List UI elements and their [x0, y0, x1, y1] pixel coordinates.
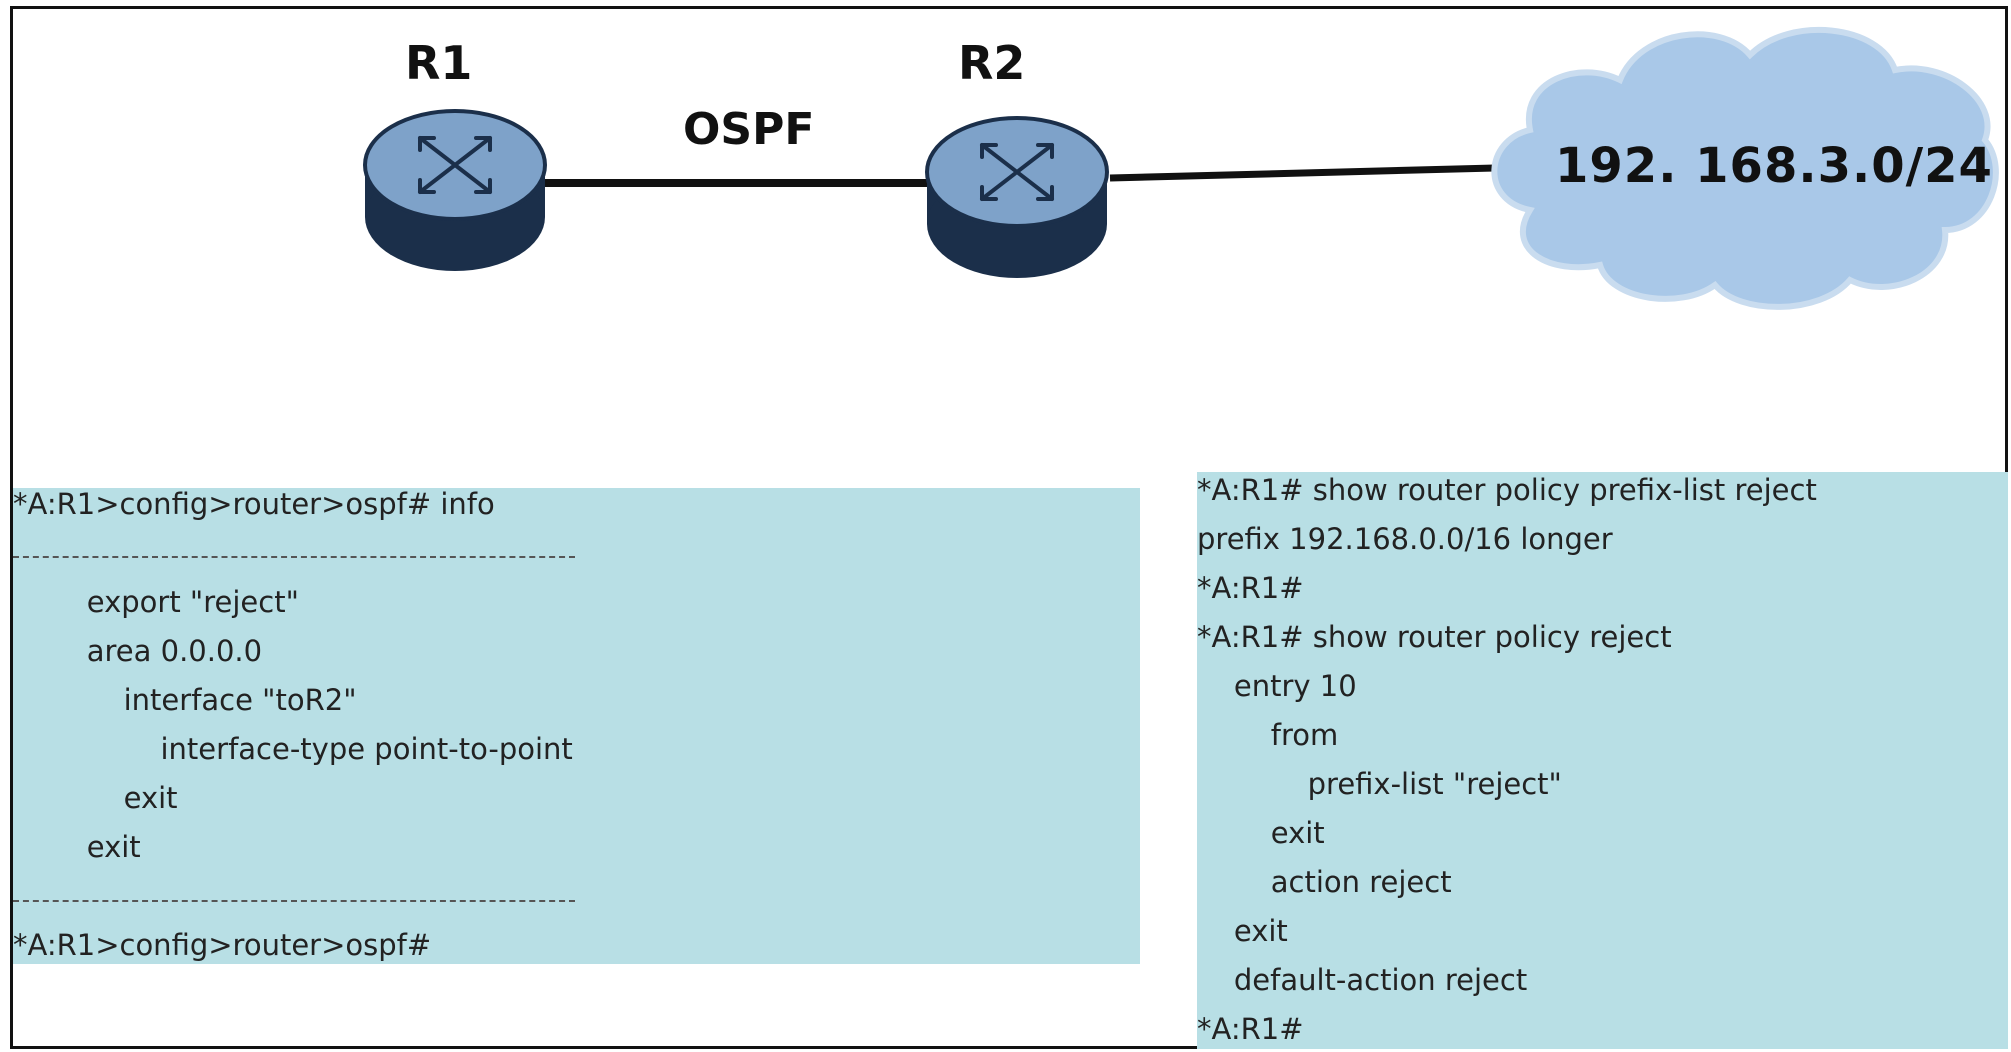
cli-line: default-action reject [1197, 963, 1528, 997]
r2-router-icon [925, 116, 1109, 278]
cli-line: exit [1197, 914, 1288, 948]
cli-prompt: *A:R1# [1197, 571, 1304, 605]
ospf-config-panel: *A:R1>config>router>ospf# info export "r… [13, 488, 1140, 964]
cli-line: action reject [1197, 865, 1452, 899]
cli-prompt: *A:R1>config>router>ospf# [13, 928, 432, 962]
cli-prompt: *A:R1>config>router>ospf# info [13, 487, 495, 521]
cli-prompt: *A:R1# show router policy prefix-list re… [1197, 473, 1817, 507]
separator-line [13, 900, 575, 902]
policy-output-panel: *A:R1# show router policy prefix-list re… [1197, 472, 2008, 1049]
cli-line: from [1197, 718, 1339, 752]
r2-network-link [1109, 164, 1496, 182]
cli-prompt: *A:R1# [1197, 1012, 1304, 1046]
cli-line: entry 10 [1197, 669, 1357, 703]
cli-line: interface-type point-to-point [13, 732, 573, 766]
network-prefix-label: 192. 168.3.0/24 [1555, 138, 1993, 194]
ospf-link-label: OSPF [683, 104, 815, 155]
cli-line: interface "toR2" [13, 683, 357, 717]
separator-line [13, 556, 575, 558]
network-cloud-icon [1491, 26, 1999, 310]
cli-line: prefix-list "reject" [1197, 767, 1562, 801]
r1-router-icon [363, 109, 547, 271]
cli-line: exit [13, 781, 178, 815]
cli-line: prefix 192.168.0.0/16 longer [1197, 522, 1613, 556]
cli-line: export "reject" [13, 585, 299, 619]
cli-prompt: *A:R1# show router policy reject [1197, 620, 1672, 654]
cli-line: exit [1197, 816, 1325, 850]
r1-label: R1 [405, 36, 473, 90]
r2-label: R2 [958, 36, 1026, 90]
cli-line: exit [13, 830, 141, 864]
cli-line: area 0.0.0.0 [13, 634, 263, 668]
